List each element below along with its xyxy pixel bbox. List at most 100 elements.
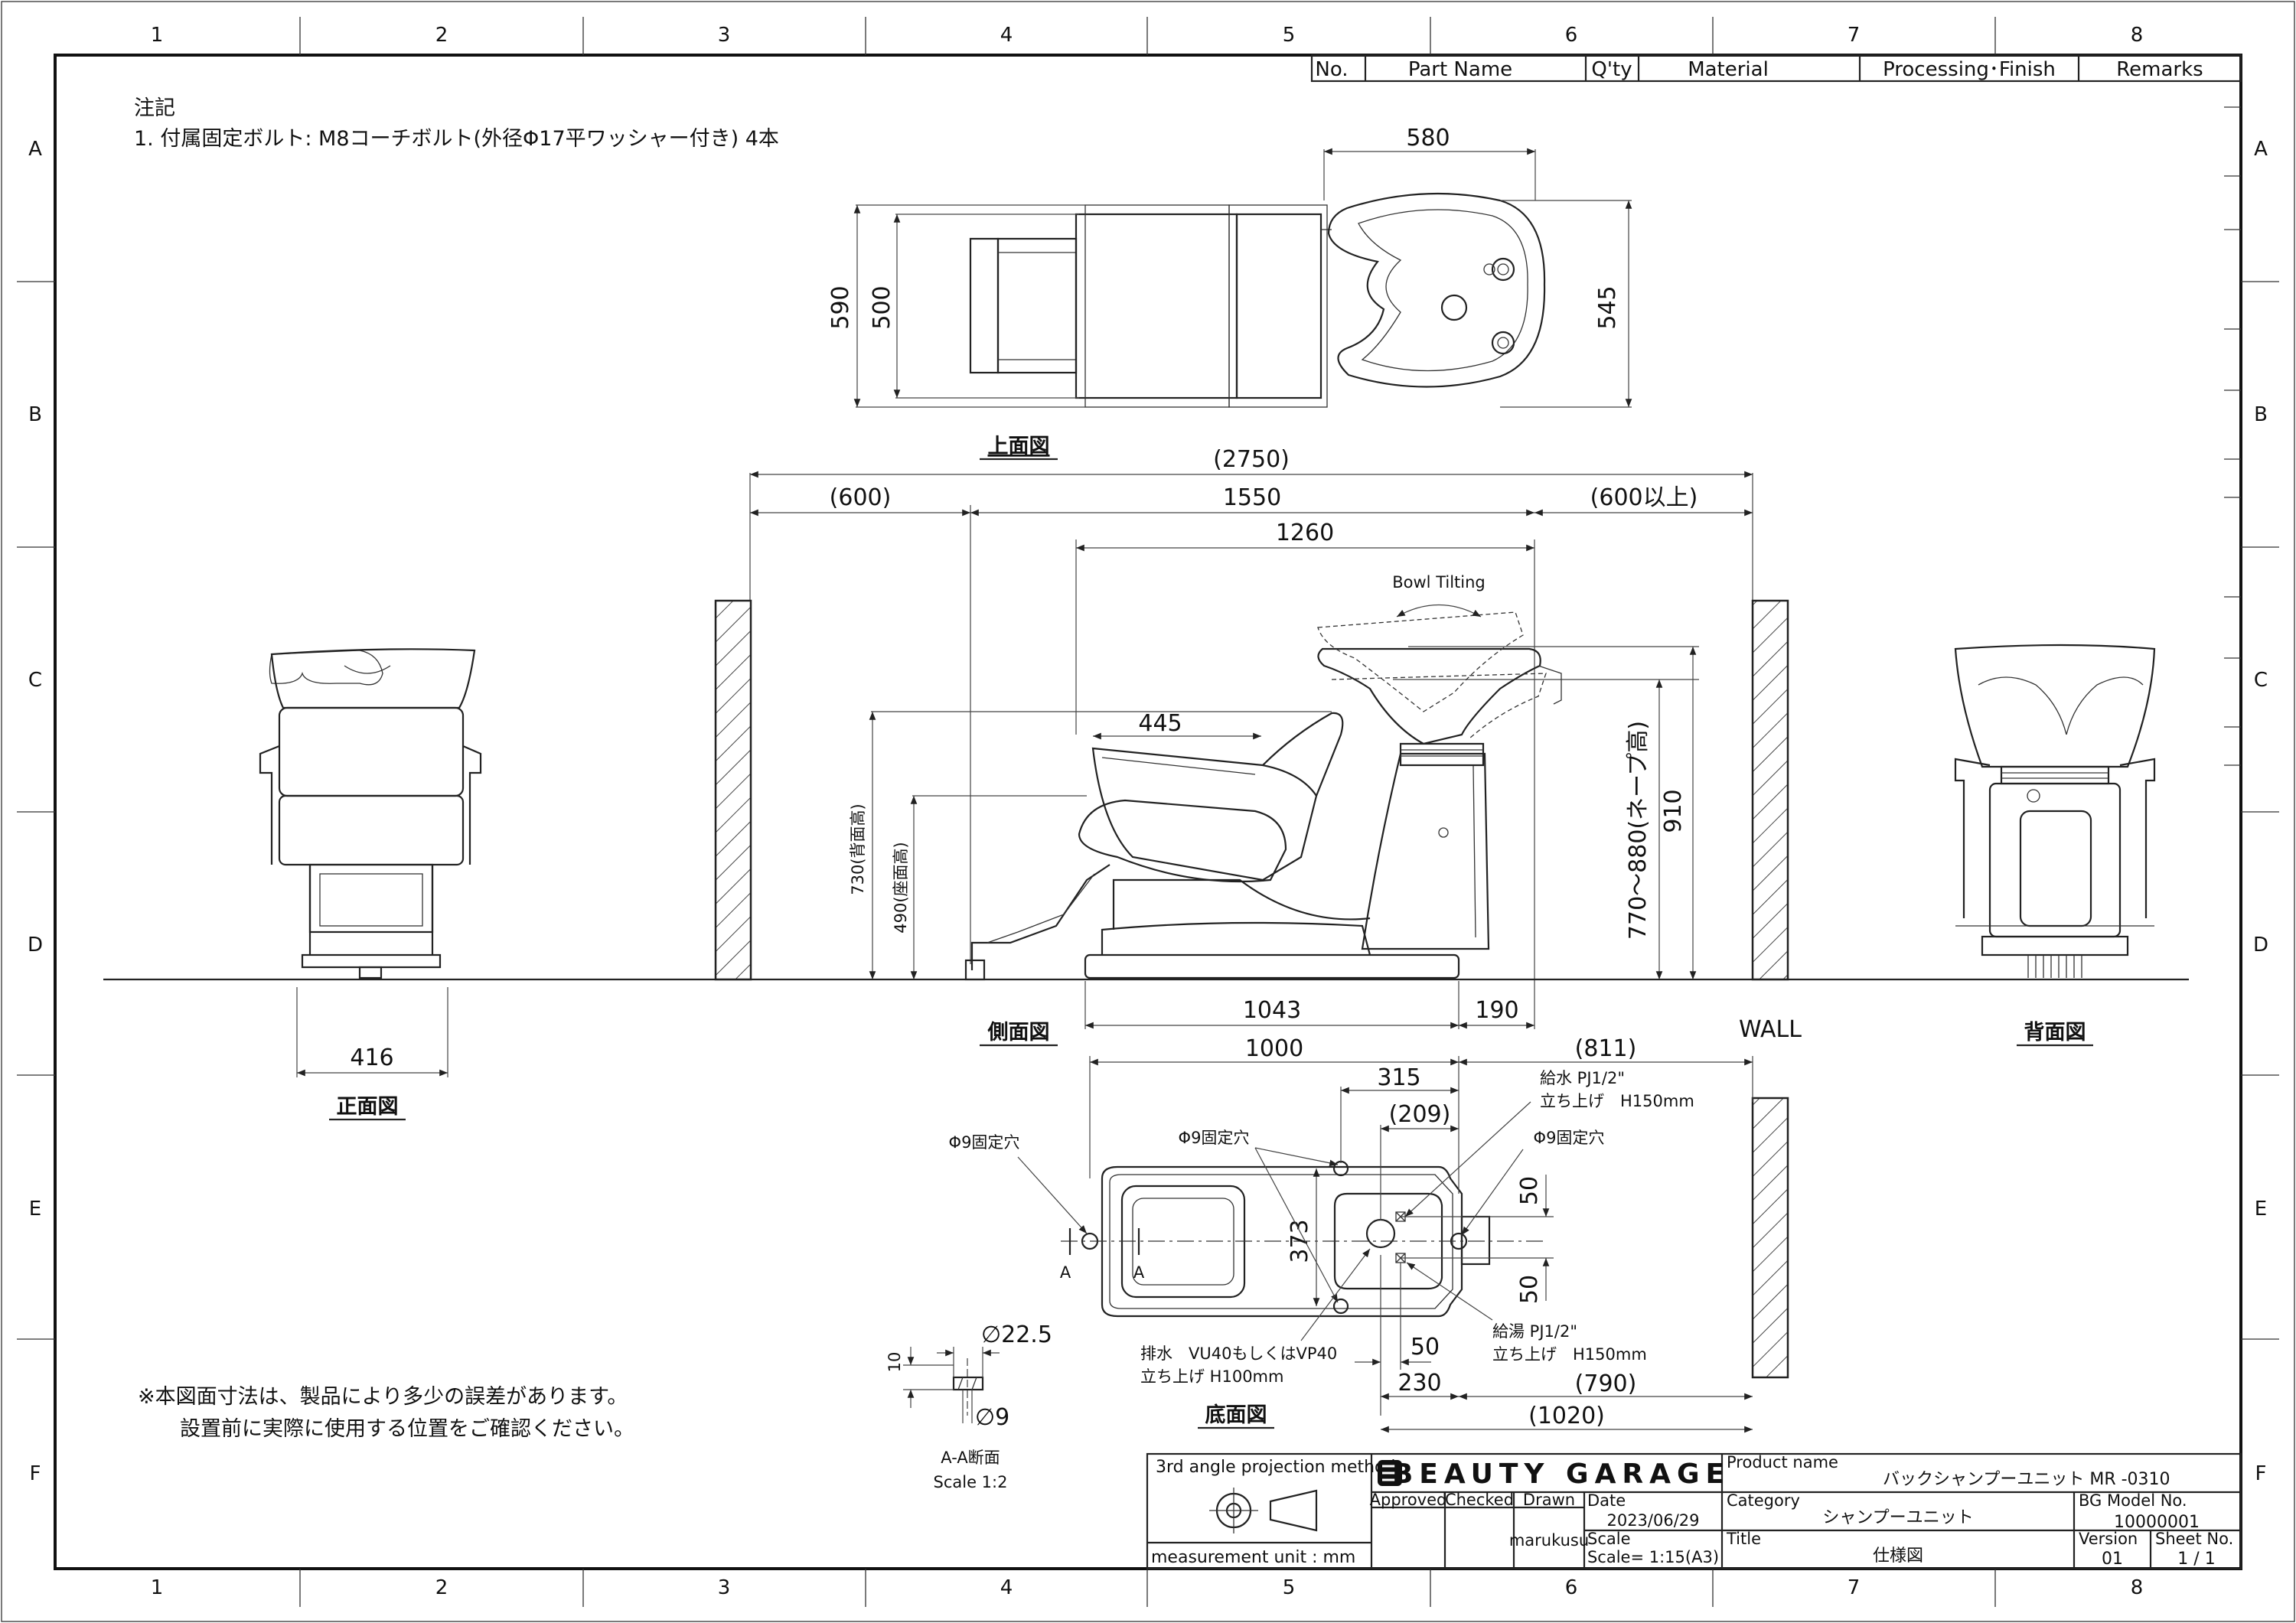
row-label-A-right: A <box>2254 138 2268 161</box>
title-value: 仕様図 <box>1873 1546 1923 1566</box>
col-label-2-top: 2 <box>435 24 448 47</box>
row-label-D-left: D <box>28 934 43 957</box>
dim-side-445: 445 <box>1138 710 1182 737</box>
section-title: A-A断面 <box>941 1449 1000 1467</box>
product-name-label: Product name <box>1727 1453 1838 1471</box>
section-mark-a-right: A <box>1133 1263 1145 1282</box>
back-view-label: 背面図 <box>2024 1021 2086 1045</box>
row-label-E-left: E <box>29 1198 41 1221</box>
model-no-label: BG Model No. <box>2079 1491 2187 1510</box>
dim-side-2750: (2750) <box>1213 446 1290 473</box>
dim-bottom-230: 230 <box>1397 1370 1441 1396</box>
dim-side-730: 730(背面高) <box>849 803 867 895</box>
row-label-B-right: B <box>2254 403 2268 426</box>
col-label-4-bottom: 4 <box>1000 1576 1013 1599</box>
section-dim-10: 10 <box>885 1352 904 1373</box>
label-fixing-hole-right: Φ9固定穴 <box>1534 1129 1605 1147</box>
bowl-tilting-label: Bowl Tilting <box>1392 573 1486 592</box>
version-label: Version <box>2079 1530 2138 1548</box>
projection-symbol-cone-icon <box>1269 1489 1318 1532</box>
dim-bottom-50-a: 50 <box>1516 1176 1543 1205</box>
disclaimer-line-2: 設置前に実際に使用する位置をご確認ください。 <box>180 1417 634 1441</box>
dim-bottom-315: 315 <box>1377 1064 1420 1091</box>
col-label-6-bottom: 6 <box>1565 1576 1578 1599</box>
scale-value: Scale= 1:15(A3) <box>1587 1548 1719 1566</box>
dim-bottom-1000: 1000 <box>1245 1035 1303 1062</box>
drawn-by: marukusu <box>1509 1531 1589 1550</box>
parts-col-material: Material <box>1688 58 1769 81</box>
section-dim-9: ∅9 <box>975 1404 1009 1431</box>
dim-side-1043: 1043 <box>1243 997 1301 1024</box>
version-value: 01 <box>2102 1550 2123 1569</box>
row-label-F-right: F <box>2255 1462 2267 1485</box>
category-label: Category <box>1727 1491 1800 1510</box>
brand-name: BEAUTY GARAGE <box>1392 1458 1730 1490</box>
wall-right <box>1751 599 1789 981</box>
title-block: 3rd angle projection method measurement … <box>1146 1452 2242 1570</box>
side-view-label: 側面図 <box>987 1021 1050 1045</box>
parts-col-no: No. <box>1315 58 1348 81</box>
label-fixing-hole-mid: Φ9固定穴 <box>1179 1129 1250 1147</box>
dim-side-190: 190 <box>1475 997 1518 1024</box>
col-label-6-top: 6 <box>1565 24 1578 47</box>
approved-label: Approved <box>1370 1491 1447 1509</box>
dim-side-910: 910 <box>1660 789 1687 833</box>
label-hot-water: 給湯 PJ1/2" <box>1492 1322 1577 1341</box>
label-water-supply: 給水 PJ1/2" <box>1540 1069 1625 1087</box>
category-value: シャンプーユニット <box>1822 1508 1973 1527</box>
wall-label: WALL <box>1739 1016 1802 1043</box>
dim-bottom-1020: (1020) <box>1528 1403 1605 1429</box>
product-name-value: バックシャンプーユニット MR -0310 <box>1883 1470 2170 1489</box>
row-label-C-left: C <box>28 669 42 692</box>
dim-side-600-left: (600) <box>830 484 892 511</box>
label-drain: 排水 VU40もしくはVP40 <box>1140 1344 1337 1363</box>
dim-top-500: 500 <box>869 285 895 329</box>
dim-side-770-880: 770～880(ネープ高) <box>1625 721 1652 940</box>
col-label-8-bottom: 8 <box>2131 1576 2144 1599</box>
disclaimer-line-1: ※本図面寸法は、製品により多少の誤差があります。 <box>138 1385 628 1409</box>
dim-bottom-50-c: 50 <box>1411 1334 1440 1361</box>
parts-col-processing: Processing･Finish <box>1883 58 2056 81</box>
col-label-7-bottom: 7 <box>1848 1576 1861 1599</box>
dim-side-490: 490(座面高) <box>892 842 910 933</box>
wall-left <box>714 599 752 981</box>
col-label-5-top: 5 <box>1283 24 1296 47</box>
row-label-C-right: C <box>2254 669 2268 692</box>
bottom-view: A A 1000 (811) 315 (209) 373 50 50 50 23… <box>949 1035 1753 1433</box>
front-view-label: 正面図 <box>337 1095 399 1119</box>
date-value: 2023/06/29 <box>1606 1511 1699 1530</box>
bottom-view-label: 底面図 <box>1205 1403 1267 1427</box>
dim-top-590: 590 <box>827 285 854 329</box>
notes-line-1: 1. 付属固定ボルト: M8コーチボルト(外径Φ17平ワッシャー付き) 4本 <box>134 127 779 151</box>
sheet-label: Sheet No. <box>2155 1530 2233 1548</box>
top-view: 580 590 500 545 上面図 <box>827 125 1632 461</box>
dim-side-600-right: (600以上) <box>1590 484 1698 511</box>
col-label-3-bottom: 3 <box>718 1576 731 1599</box>
floor-and-walls: WALL <box>103 599 2189 1379</box>
scale-label: Scale <box>1587 1530 1631 1548</box>
label-hot-water-rise: 立ち上げ H150mm <box>1492 1345 1647 1364</box>
label-fixing-hole-left: Φ9固定穴 <box>949 1133 1020 1152</box>
col-label-1-top: 1 <box>151 24 164 47</box>
label-drain-rise: 立ち上げ H100mm <box>1140 1367 1283 1386</box>
front-view: 416 正面図 <box>259 648 482 1121</box>
dim-bottom-209: (209) <box>1389 1101 1451 1128</box>
date-label: Date <box>1587 1491 1626 1510</box>
parts-col-part-name: Part Name <box>1408 58 1512 81</box>
brand-logo-icon <box>1378 1460 1402 1486</box>
projection-method: 3rd angle projection method <box>1156 1458 1395 1477</box>
side-view: Bowl Tilting 側面図 <box>964 573 1562 1047</box>
dim-side-1550: 1550 <box>1223 484 1281 511</box>
dim-bottom-373: 373 <box>1287 1219 1313 1263</box>
row-label-E-right: E <box>2255 1198 2267 1221</box>
col-label-5-bottom: 5 <box>1283 1576 1296 1599</box>
row-label-A-left: A <box>28 138 42 161</box>
dim-bottom-790: (790) <box>1575 1370 1637 1397</box>
drawn-label: Drawn <box>1523 1491 1575 1509</box>
col-label-2-bottom: 2 <box>435 1576 448 1599</box>
col-label-1-bottom: 1 <box>151 1576 164 1599</box>
col-label-4-top: 4 <box>1000 24 1013 47</box>
parts-col-remarks: Remarks <box>2116 58 2203 81</box>
section-scale: Scale 1:2 <box>934 1473 1008 1491</box>
model-no-value: 10000001 <box>2114 1513 2200 1532</box>
